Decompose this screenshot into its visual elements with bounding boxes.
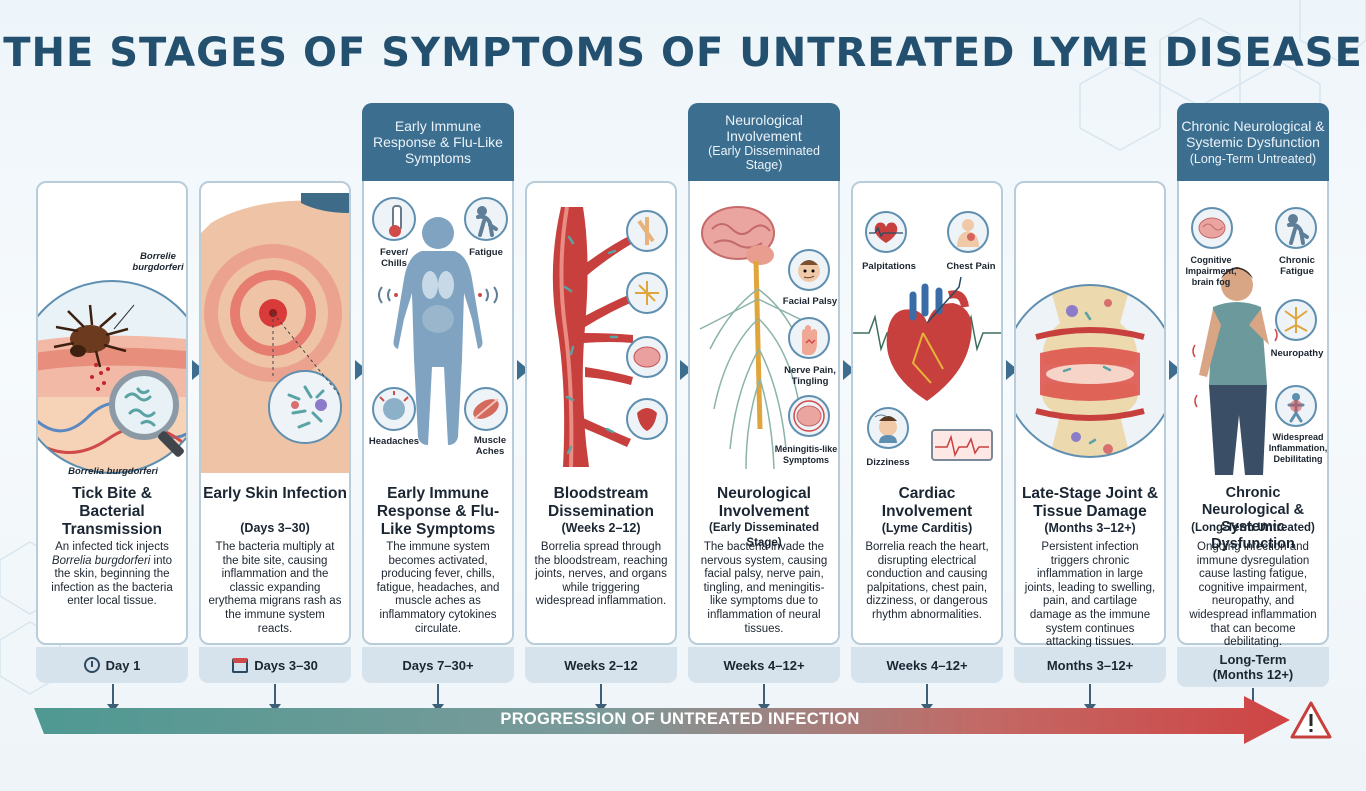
fatigue-icon [464,197,508,241]
warning-triangle-icon [1290,701,1332,739]
stage-card-cardiac-involvement: Palpitations Chest Pain Dizziness Cardia… [851,181,1003,645]
stage-title: Early Immune Response & Flu-Like Symptom… [376,485,500,538]
progression-arrow [34,696,1290,744]
palpitations-icon [865,211,907,253]
symptom-label-neuropathy: Neuropathy [1270,348,1324,359]
page-title: THE STAGES OF SYMPTOMS OF UNTREATED LYME… [3,30,1363,76]
thermometer-icon [372,197,416,241]
erythema-migrans-illustration [201,193,349,473]
timeline-days-3-30: Days 3–30 [199,647,351,683]
symptom-label-palpitations: Palpitations [862,261,916,272]
timeline-weeks-2-12: Weeks 2–12 [525,647,677,683]
stage-subtitle: (Early Disseminated Stage) [709,522,819,549]
symptom-label-chronic-fatigue: Chronic Fatigue [1279,255,1315,277]
neuropathy-icon [1275,299,1317,341]
stage-card-early-skin-infection: Early Skin Infection (Days 3–30) The bac… [199,181,351,645]
stage-subtitle: (Lyme Carditis) [881,521,973,535]
ecg-monitor-icon [931,429,993,461]
stage-title: Neurological Involvement [717,485,811,520]
clock-icon [83,657,100,673]
stage-card-chronic-dysfunction: Chronic Neurological & Systemic Dysfunct… [1177,103,1329,648]
timeline-weeks-4-12-cardiac: Weeks 4–12+ [851,647,1003,683]
headache-icon [372,387,416,431]
timeline-months-3-12: Months 3–12+ [1014,647,1166,683]
stage-subtitle: (Weeks 2–12) [561,521,641,535]
stage-banner: Early Immune Response & Flu-Like Symptom… [362,103,514,181]
heart-illustration [853,276,1001,401]
symptom-label-nerve-pain: Nerve Pain, Tingling [784,365,836,387]
stage-banner: Chronic Neurological & Systemic Dysfunct… [1177,103,1329,181]
stage-card-early-immune-response: Early Immune Response & Flu-Like Symptom… [362,103,514,645]
stage-title: Cardiac Involvement [881,485,973,520]
stage-title: Bloodstream Dissemination [548,485,654,520]
stage-description: The immune system becomes activated, pro… [376,541,500,635]
dizziness-icon [867,407,909,449]
symptom-label-chest-pain: Chest Pain [946,261,996,272]
timeline-day-1: Day 1 [36,647,188,683]
symptom-label-fever: Fever/ Chills [380,247,408,269]
tick-bite-illustration [38,280,186,474]
timeline-weeks-4-12: Weeks 4–12+ [688,647,840,683]
stage-title: Early Skin Infection [203,485,347,502]
progression-label: PROGRESSION OF UNTREATED INFECTION [500,710,860,728]
timeline-long-term: Long-Term (Months 12+) [1177,647,1329,687]
stage-description: Persistent infection triggers chronic in… [1024,541,1156,649]
bacteria-label-top: Borrelie burgdorferi [132,251,184,273]
fatigued-person-illustration [1192,267,1278,475]
calendar-icon [232,657,249,673]
stage-card-joint-tissue-damage: Late-Stage Joint & Tissue Damage (Months… [1014,181,1166,648]
stage-title: Late-Stage Joint & Tissue Damage [1021,485,1159,520]
muscle-icon [464,387,508,431]
stage-description: The bacteria multiply at the bite site, … [208,541,342,635]
facial-palsy-icon [788,249,830,291]
stage-subtitle: (Long-Term Untreated) [1191,522,1315,534]
bacteria-label-bottom: Borrelia burgdorferi [68,466,158,477]
chronic-fatigue-icon [1275,207,1317,249]
meningitis-icon [788,395,830,437]
stage-subtitle: (Days 3–30) [240,521,310,535]
symptom-label-facial-palsy: Facial Palsy [782,296,838,307]
stage-description: Borrelia reach the heart, disrupting ele… [865,541,989,621]
stage-description: Ongoing infection and immune dysregulati… [1189,541,1317,649]
stage-card-neurological-involvement: Neurological Involvement (Early Dissemin… [688,103,840,645]
symptom-label-muscle-aches: Muscle Aches [473,435,507,457]
stage-subtitle: (Months 3–12+) [1044,521,1136,535]
stage-title: Chronic Neurological & Systemic Dysfunct… [1201,485,1305,552]
stage-banner: Neurological Involvement (Early Dissemin… [688,103,840,181]
timeline-days-7-30: Days 7–30+ [362,647,514,683]
symptom-label-cognitive: Cognitive Impairment, brain fog [1185,255,1237,287]
stage-description: The bacteria invade the nervous system, … [700,541,828,635]
tick-icon [53,304,129,368]
stage-title: Tick Bite & Bacterial Transmission [62,485,162,538]
brain-fog-icon [1191,207,1233,249]
symptom-label-headaches: Headaches [368,436,420,447]
symptom-label-meningitis: Meningitis-like Symptoms [774,444,838,465]
magnifier-icon [109,370,184,457]
symptom-label-dizziness: Dizziness [866,457,910,468]
chest-pain-icon [947,211,989,253]
inflammation-icon [1275,385,1317,427]
symptom-label-fatigue: Fatigue [469,247,503,258]
stage-card-bloodstream-dissemination: Bloodstream Dissemination (Weeks 2–12) B… [525,181,677,645]
stage-description: An infected tick injects Borrelia burgdo… [51,541,173,608]
blood-vessel-illustration [552,207,668,468]
inflamed-knee-joint-illustration [1016,284,1164,458]
stage-description: Borrelia spread through the bloodstream,… [534,541,668,608]
stage-card-tick-bite: Borrelie burgdorferi Borrelia burgdorfer… [36,181,188,645]
nerve-pain-icon [788,317,830,359]
body-silhouette-illustration [378,217,498,445]
symptom-label-widespread-inflammation: Widespread Inflammation, Debilitating [1268,432,1328,464]
